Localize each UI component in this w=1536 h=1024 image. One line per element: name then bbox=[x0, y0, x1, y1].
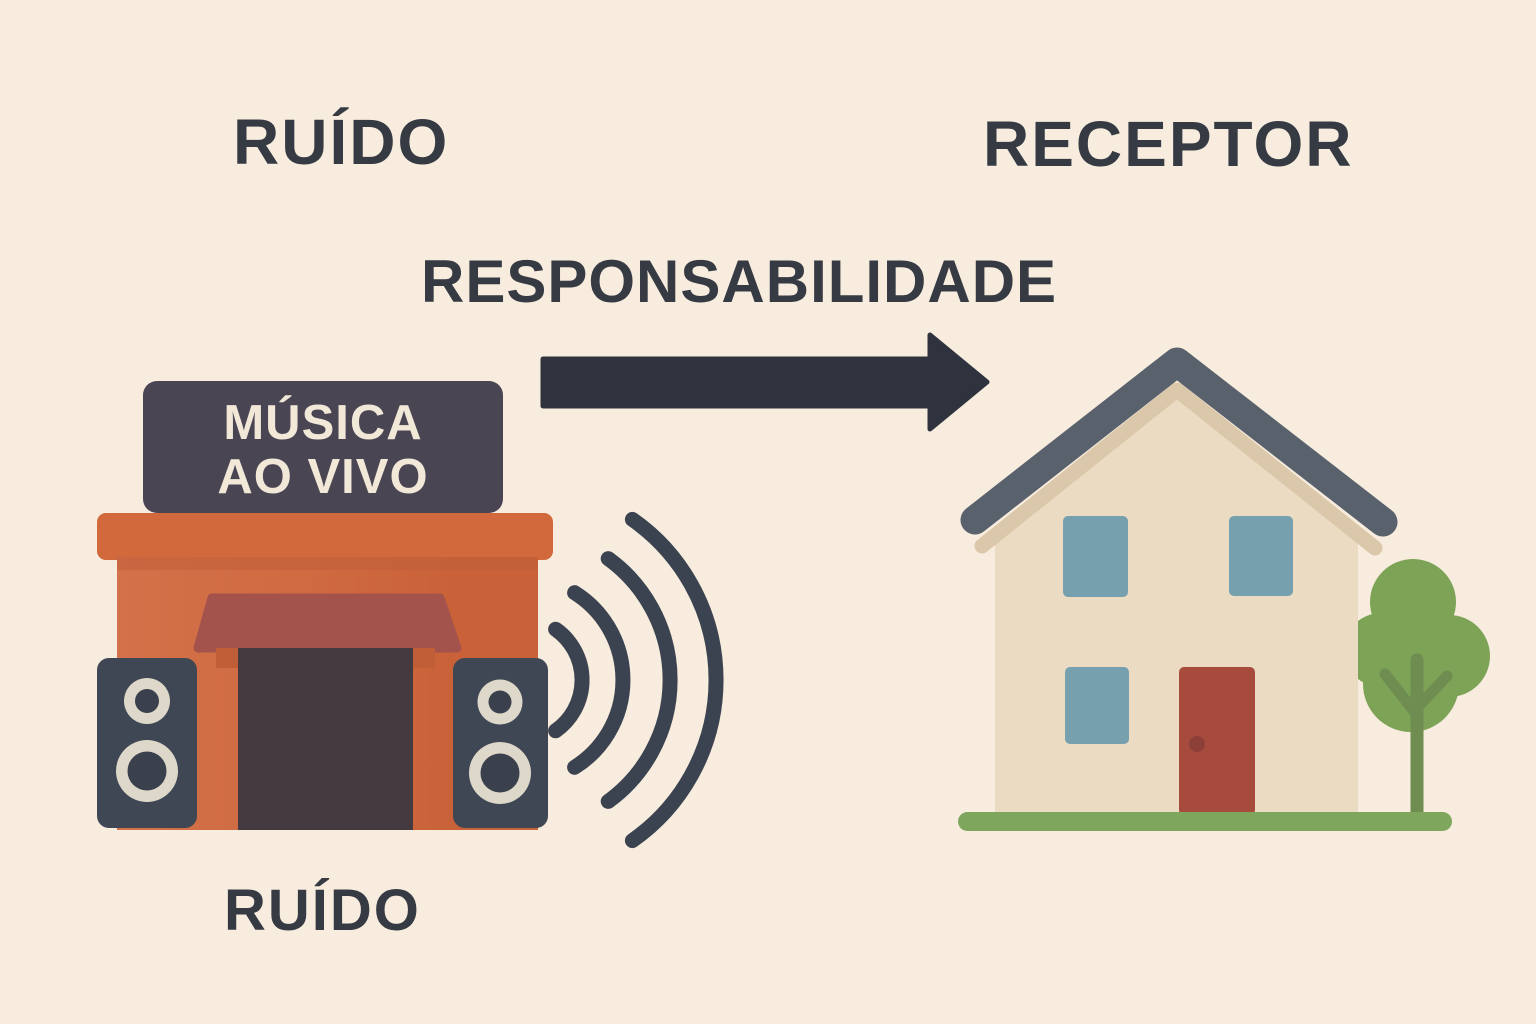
speaker-woofer-hole bbox=[127, 751, 167, 791]
sound-wave-arc bbox=[624, 511, 724, 849]
tree-icon bbox=[1344, 559, 1490, 823]
window bbox=[1063, 516, 1128, 597]
venue-door bbox=[238, 648, 413, 830]
receptor-title: RECEPTOR bbox=[983, 108, 1354, 180]
window bbox=[1229, 516, 1293, 596]
grass-strip-icon bbox=[958, 812, 1452, 831]
speaker-icon bbox=[97, 658, 197, 828]
sound-wave-arc bbox=[548, 621, 590, 739]
venue-sign-text: MÚSICA AO VIVO bbox=[143, 396, 503, 505]
front-door bbox=[1179, 667, 1255, 815]
arrow-right-icon bbox=[540, 332, 990, 432]
sound-wave-arc bbox=[567, 585, 631, 775]
speaker-icon bbox=[453, 658, 548, 828]
venue-sign-board bbox=[143, 381, 503, 513]
responsibility-title: RESPONSABILIDADE bbox=[421, 248, 1058, 315]
noise-caption: RUÍDO bbox=[224, 878, 421, 943]
window bbox=[1065, 667, 1129, 744]
venue-sign-line1: MÚSICA bbox=[223, 396, 423, 450]
house-icon bbox=[958, 347, 1490, 831]
music-venue-building-icon bbox=[97, 381, 553, 830]
speaker-woofer-hole bbox=[480, 753, 520, 793]
house-roof bbox=[960, 347, 1398, 537]
sound-wave-arc bbox=[600, 551, 678, 809]
roof-underside bbox=[974, 382, 1383, 556]
venue-awning bbox=[193, 593, 462, 653]
sound-waves-icon bbox=[548, 511, 724, 849]
venue-cornice-shadow bbox=[117, 557, 538, 570]
speaker-tweeter-hole bbox=[488, 690, 512, 714]
awning-support-left bbox=[216, 648, 239, 668]
awning-support-right bbox=[412, 648, 435, 668]
venue-cornice bbox=[97, 513, 553, 560]
speaker-tweeter-hole bbox=[135, 689, 159, 713]
door-knob bbox=[1189, 736, 1205, 752]
venue-sign-line2: AO VIVO bbox=[217, 449, 429, 504]
noise-source-title: RUÍDO bbox=[233, 106, 450, 178]
